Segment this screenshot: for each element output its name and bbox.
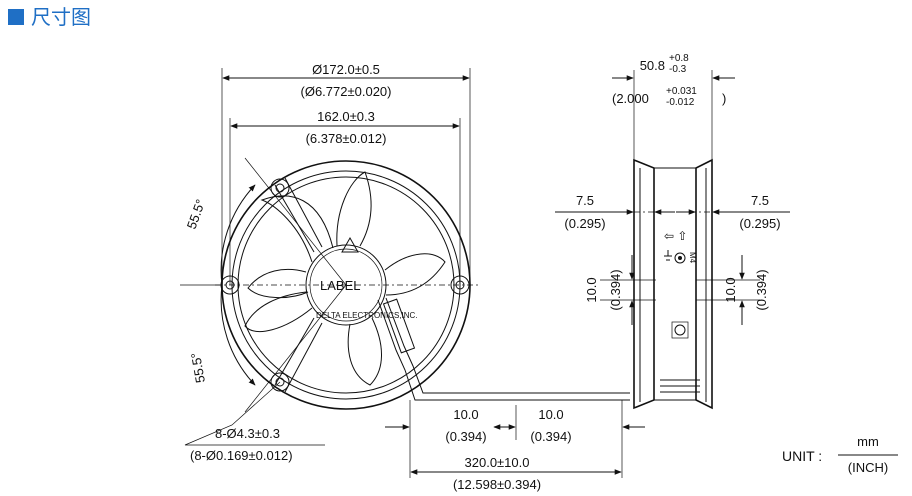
delta-logo-icon: [341, 236, 359, 253]
left-offset-label: 7.5: [576, 193, 594, 208]
depth-value: 50.8: [640, 58, 665, 73]
unit-numerator: mm: [857, 434, 879, 449]
thread-label: M4: [688, 252, 697, 264]
fan-side-view: [555, 70, 790, 410]
depth-inch-value: (2.000: [612, 91, 649, 106]
strip-1-label: 10.0: [453, 407, 478, 422]
fan-blade: [336, 171, 372, 247]
mounting-hole: [270, 178, 290, 198]
upper-angle-arc: [220, 184, 256, 286]
hole-spacing-label: 162.0±0.3: [317, 109, 375, 124]
right-offset-inch-label: (0.295): [739, 216, 780, 231]
mounting-hole: [270, 372, 290, 392]
depth-tol-minus: -0.3: [669, 64, 687, 75]
depth-inch-tol-plus: +0.031: [666, 86, 697, 97]
hole-spacing-inch-label: (6.378±0.012): [306, 131, 387, 146]
fan-blade: [384, 253, 446, 296]
left-vertical-label: 10.0: [584, 277, 599, 302]
left-offset-inch-label: (0.295): [564, 216, 605, 231]
depth-tol-plus: +0.8: [669, 53, 689, 64]
hole-spec-label: 8-Ø4.3±0.3: [215, 426, 280, 441]
lead-wire: [377, 299, 630, 401]
depth-inch-close: ): [722, 91, 726, 106]
lead-length-label: 320.0±10.0: [465, 455, 530, 470]
outer-diameter-inch-label: (Ø6.772±0.020): [301, 84, 392, 99]
left-vertical-inch-label: (0.394): [608, 269, 623, 310]
unit-denominator: (INCH): [848, 460, 888, 475]
section-title: 尺寸图: [31, 5, 91, 29]
upper-angle-label: 55.5°: [184, 197, 209, 231]
fan-label-text: LABEL: [320, 278, 360, 293]
wire-exit-icon: [674, 324, 686, 336]
right-offset-label: 7.5: [751, 193, 769, 208]
lower-angle-arc: [220, 284, 256, 386]
outer-diameter-label: Ø172.0±0.5: [312, 62, 380, 77]
unit-prefix: UNIT :: [782, 448, 822, 464]
strip-2-inch-label: (0.394): [530, 429, 571, 444]
lead-length-inch-label: (12.598±0.394): [453, 477, 541, 492]
right-vertical-inch-label: (0.394): [754, 269, 769, 310]
title-square-icon: [8, 9, 24, 25]
side-right-flange: [695, 158, 713, 410]
fan-blade: [260, 195, 334, 263]
lower-angle-label: 55.5°: [188, 351, 208, 384]
fan-blade: [247, 268, 309, 299]
strip-2-label: 10.0: [538, 407, 563, 422]
side-left-flange: [633, 158, 655, 410]
direction-arrows: ⇦ ⇧: [664, 229, 687, 243]
lead-wire-dimensions: [385, 400, 645, 478]
strip-1-inch-label: (0.394): [445, 429, 486, 444]
right-vertical-label: 10.0: [723, 277, 738, 302]
hole-spec-inch-label: (8-Ø0.169±0.012): [190, 448, 293, 463]
depth-inch-tol-minus: -0.012: [666, 97, 695, 108]
fan-front-view: LABEL DELTA ELECTRONICS,INC.: [180, 68, 630, 446]
brand-text: DELTA ELECTRONICS,INC.: [316, 311, 418, 320]
ground-screw-icon: [674, 252, 686, 264]
fan-blade: [347, 317, 382, 386]
mounting-hole: [450, 275, 470, 295]
